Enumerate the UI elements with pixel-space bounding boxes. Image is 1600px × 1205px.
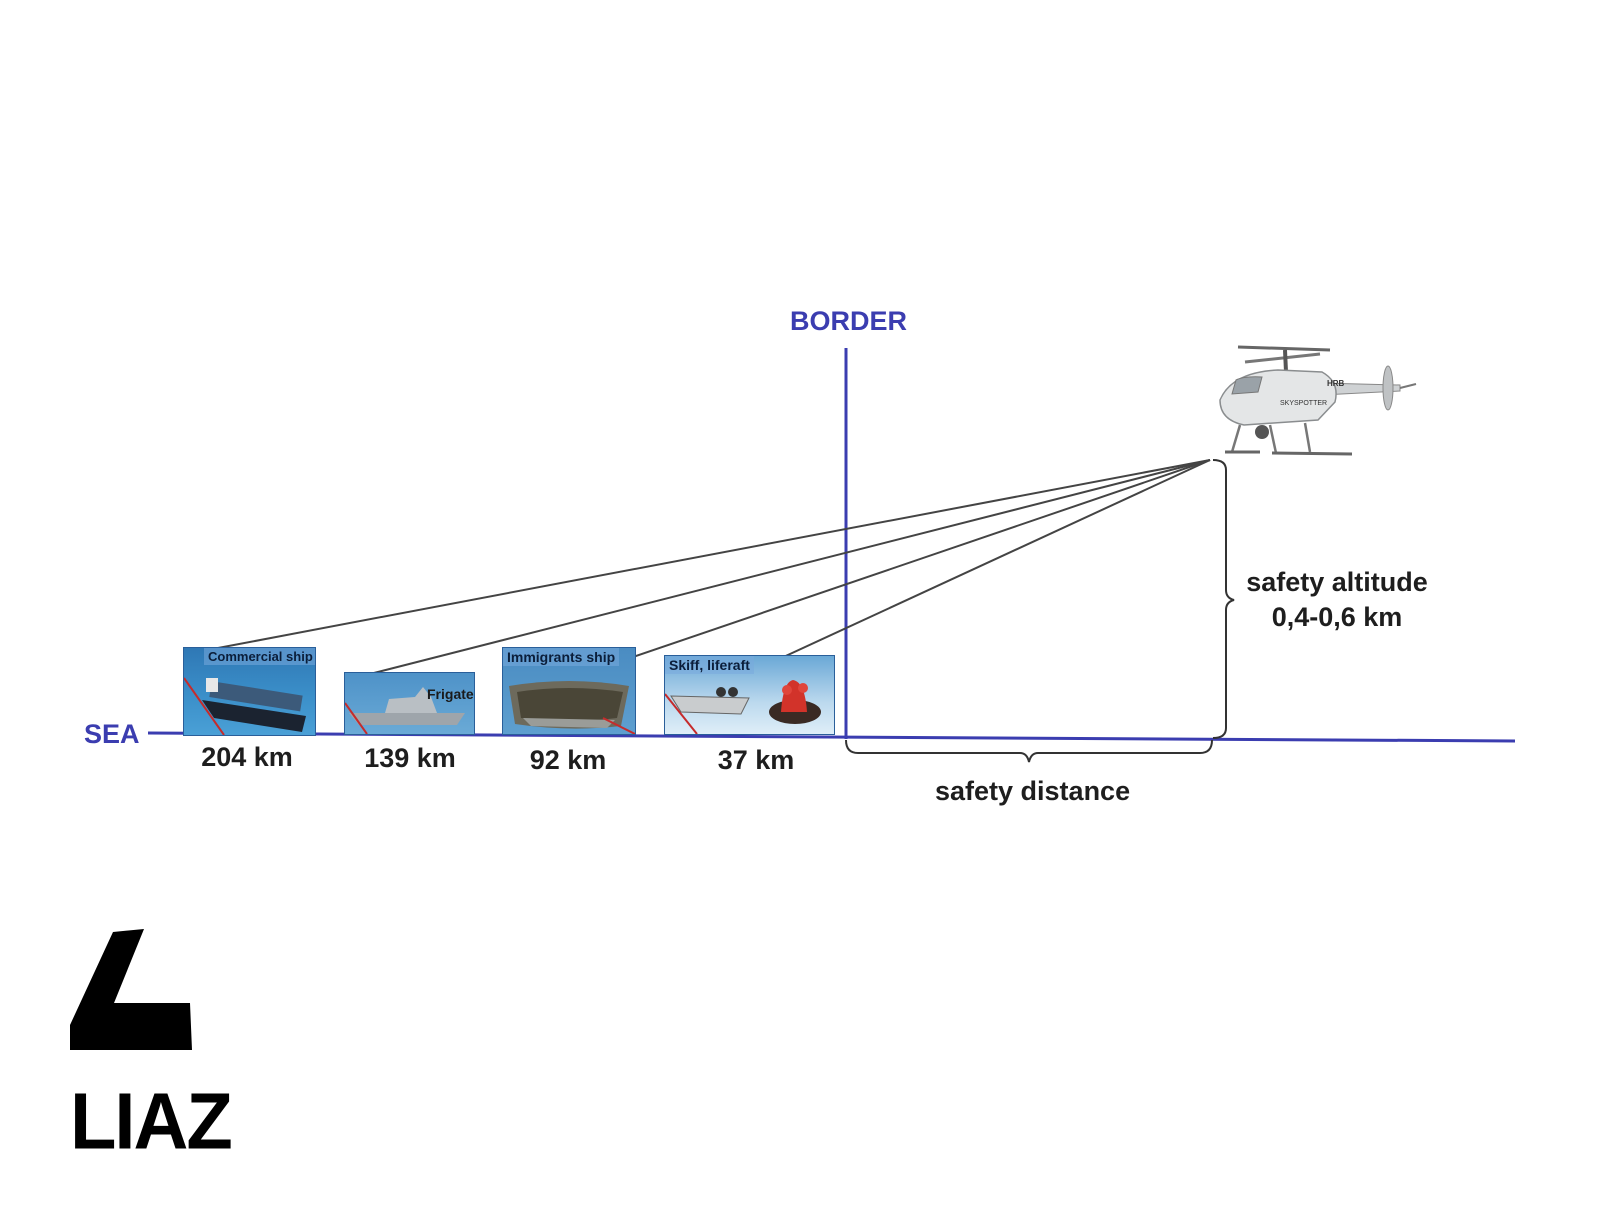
target-caption: Immigrants ship xyxy=(503,648,620,666)
safety-altitude-value: 0,4-0,6 km xyxy=(1271,602,1403,632)
skiff-liferaft-icon xyxy=(665,680,821,734)
liaz-logo-mark xyxy=(70,929,192,1050)
distance-label-commercial: 204 km xyxy=(201,742,293,772)
safety-altitude-bracket xyxy=(1212,459,1235,739)
sightline-commercial xyxy=(217,459,1211,649)
drone-hull-text: SKYSPOTTER xyxy=(1280,400,1327,407)
commercial-ship-icon xyxy=(184,677,306,735)
immigrants-ship-icon xyxy=(509,681,635,734)
safety-altitude-label: safety altitude 0,4-0,6 km xyxy=(1232,565,1442,635)
target-caption: Frigate xyxy=(427,686,474,702)
target-card-skiff-liferaft: Skiff, liferaft xyxy=(664,655,835,735)
target-card-immigrants-ship: Immigrants ship xyxy=(502,647,636,735)
sightline-immigrants xyxy=(597,459,1211,670)
target-card-commercial-ship: Commercial ship xyxy=(183,647,316,736)
safety-altitude-title: safety altitude xyxy=(1246,567,1428,597)
sea-label: SEA xyxy=(84,719,140,749)
drone-tail-text: HRB xyxy=(1327,379,1345,388)
sightline-skiff xyxy=(737,459,1211,679)
sightlines xyxy=(217,459,1211,679)
distance-label-immigrants: 92 km xyxy=(529,745,607,775)
safety-distance-label: safety distance xyxy=(935,776,1131,806)
distance-label-frigate: 139 km xyxy=(364,743,456,773)
target-card-frigate: Frigate xyxy=(344,672,475,735)
safety-distance-bracket xyxy=(845,739,1213,763)
frigate-icon xyxy=(345,687,465,734)
border-label: BORDER xyxy=(790,306,908,336)
drone-helicopter-icon: SKYSPOTTER HRB xyxy=(1219,345,1417,456)
target-caption: Commercial ship xyxy=(204,648,315,665)
sightline-frigate xyxy=(369,459,1211,675)
distance-label-skiff: 37 km xyxy=(717,745,795,775)
target-caption: Skiff, liferaft xyxy=(665,656,754,674)
liaz-logo-text: LIAZ xyxy=(70,1076,233,1167)
